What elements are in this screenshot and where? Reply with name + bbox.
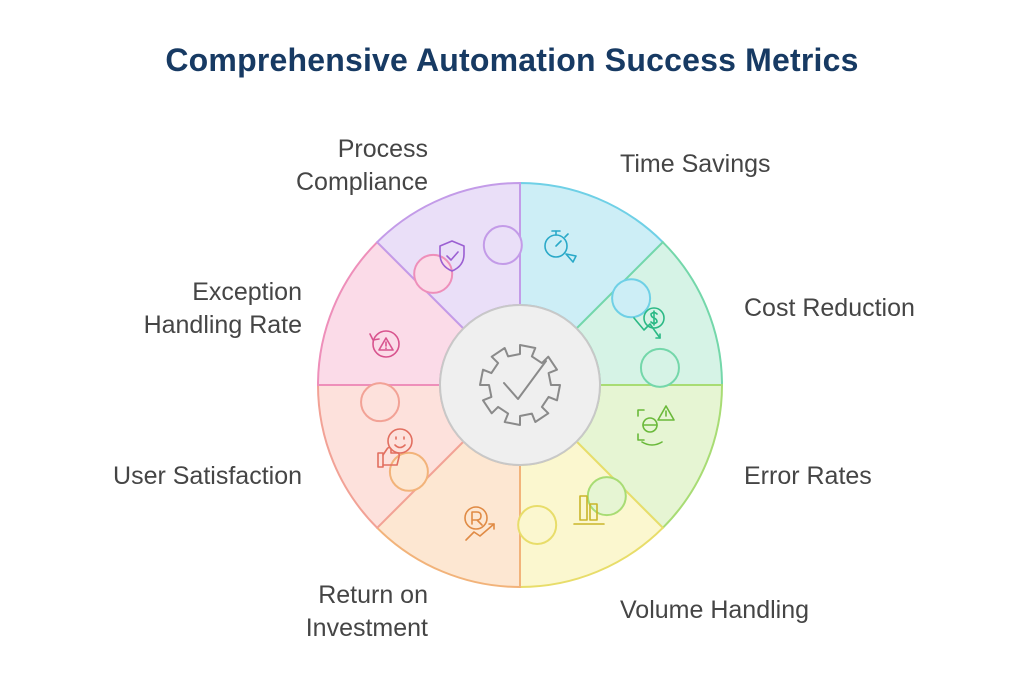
center-hub: [439, 304, 601, 466]
label-volume-handling: Volume Handling: [620, 596, 810, 624]
stopwatch-icon: [544, 230, 577, 263]
label-error-rates: Error Rates: [744, 462, 872, 490]
puzzle-knob-exception-handling-rate: [413, 253, 454, 294]
puzzle-knob-process-compliance: [482, 225, 523, 266]
label-return-on-investment: Return on Investment: [306, 579, 428, 645]
error-scan-icon: [637, 405, 675, 446]
puzzle-knob-error-rates: [586, 476, 627, 517]
label-compliance-line1: Process: [337, 135, 428, 163]
label-roi-line2: Investment: [305, 614, 428, 642]
roi-growth-icon: [464, 506, 495, 541]
label-exception-line1: Exception: [192, 278, 302, 306]
puzzle-knob-return-on-investment: [388, 451, 429, 492]
label-compliance-line2: Compliance: [295, 168, 428, 196]
label-exception-line2: Handling Rate: [143, 311, 302, 339]
puzzle-knob-time-savings: [611, 278, 652, 319]
puzzle-knob-volume-handling: [517, 504, 558, 545]
label-time-savings: Time Savings: [620, 150, 771, 178]
diagram-title: Comprehensive Automation Success Metrics: [165, 42, 859, 78]
label-process-compliance: Process Compliance: [296, 133, 428, 199]
label-roi-line1: Return on: [318, 581, 428, 609]
label-user-satisfaction: User Satisfaction: [113, 462, 302, 490]
shield-check-icon: [439, 240, 465, 272]
bar-chart-icon: [573, 495, 605, 525]
dollar-down-icon: [633, 307, 665, 339]
label-cost-reduction: Cost Reduction: [744, 294, 915, 322]
thumbs-up-smile-icon: [377, 428, 413, 468]
puzzle-knob-cost-reduction: [639, 347, 680, 388]
puzzle-knob-user-satisfaction: [360, 382, 401, 423]
gear-check-icon: [479, 344, 561, 426]
label-exception-handling-rate: Exception Handling Rate: [144, 276, 302, 342]
warning-refresh-icon: [369, 330, 400, 358]
